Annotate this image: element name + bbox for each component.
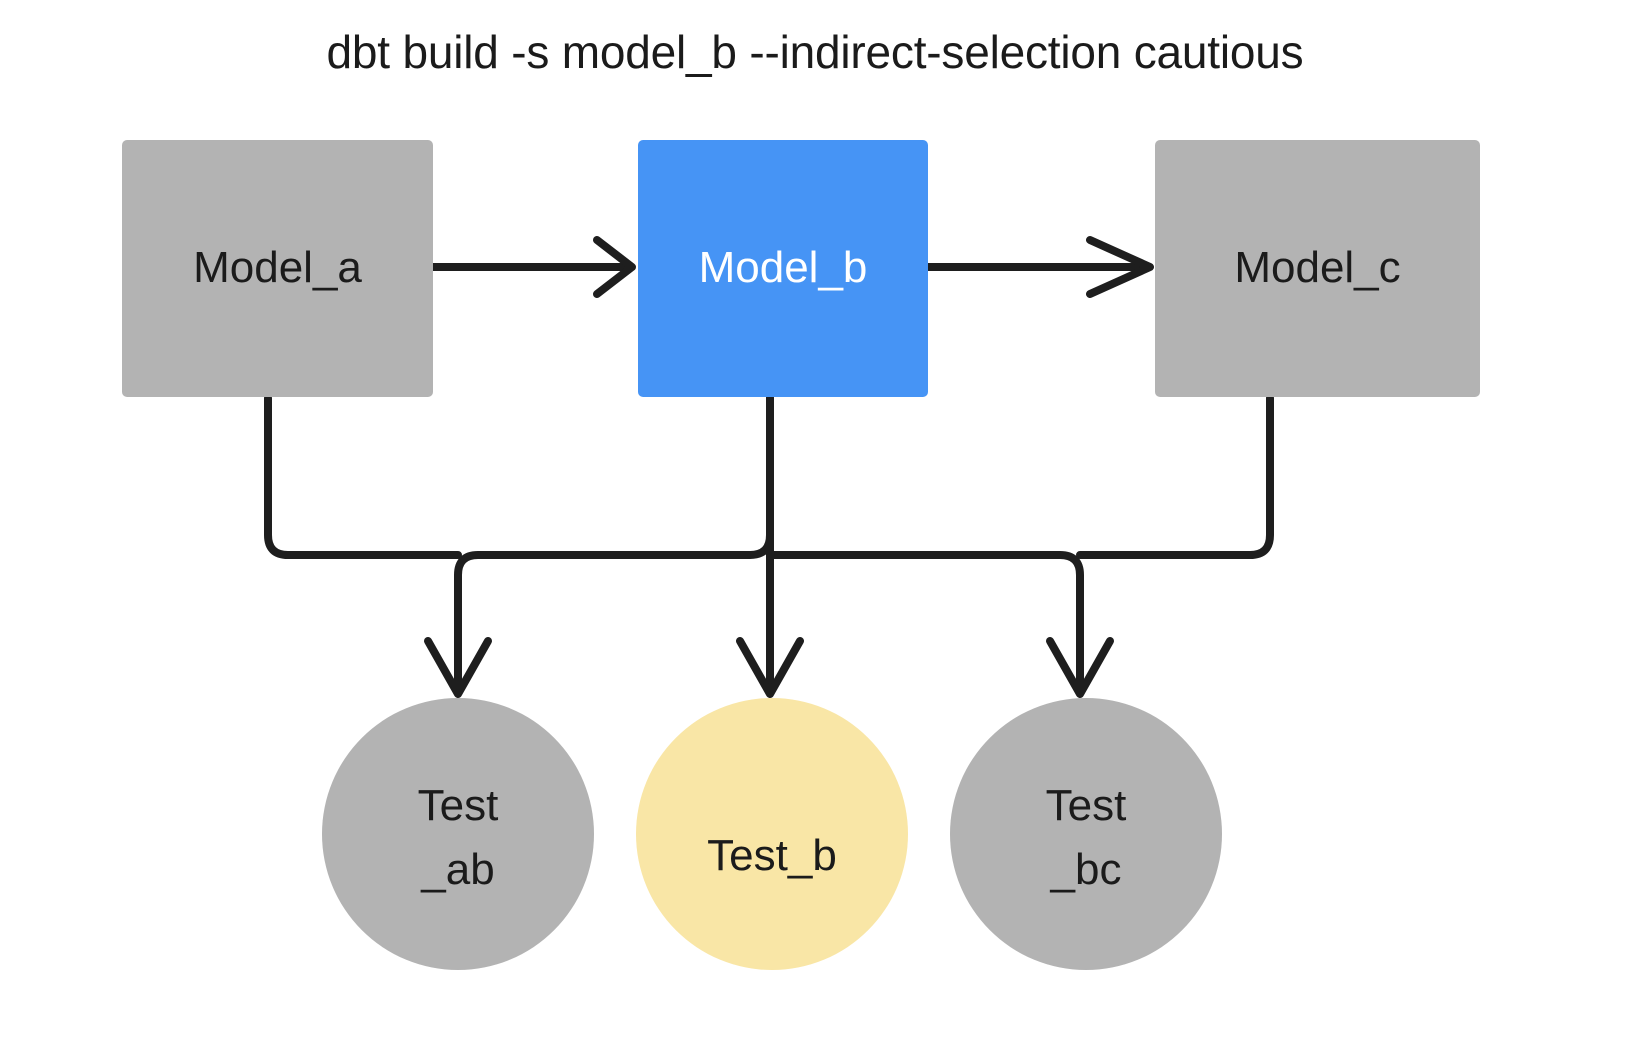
node-model-c[interactable]: Model_c	[1155, 140, 1480, 397]
node-test-bc-label-line2: _bc	[1050, 845, 1122, 894]
node-model-a[interactable]: Model_a	[122, 140, 433, 397]
edge-model-b-to-test-bc	[766, 551, 1084, 692]
node-test-b[interactable]: Test_b	[636, 698, 908, 970]
node-test-ab-label-line1: Test	[417, 781, 499, 831]
node-test-ab-label-line2: _ab	[421, 845, 495, 894]
node-test-bc[interactable]: Test _bc	[950, 698, 1222, 970]
arrowhead-test-b-in	[736, 637, 804, 698]
node-model-a-label: Model_a	[193, 243, 362, 293]
arrowhead-model-b-in	[593, 236, 636, 298]
node-model-c-label: Model_c	[1234, 243, 1401, 293]
arrowhead-model-c-in	[1086, 236, 1154, 298]
arrowhead-test-bc-in	[1046, 637, 1114, 698]
node-test-ab[interactable]: Test _ab	[322, 698, 594, 970]
edge-model-b-to-test-ab	[454, 394, 774, 692]
arrowhead-test-ab-in	[424, 637, 492, 698]
node-test-bc-label-line1: Test	[1045, 781, 1127, 831]
node-test-b-label: Test_b	[707, 831, 837, 881]
edge-model-a-to-test-ab	[264, 394, 462, 559]
diagram-title: dbt build -s model_b --indirect-selectio…	[326, 26, 1304, 78]
node-model-b[interactable]: Model_b	[638, 140, 928, 397]
edge-model-c-to-test-bc	[1076, 394, 1274, 559]
node-model-b-label: Model_b	[698, 243, 868, 293]
